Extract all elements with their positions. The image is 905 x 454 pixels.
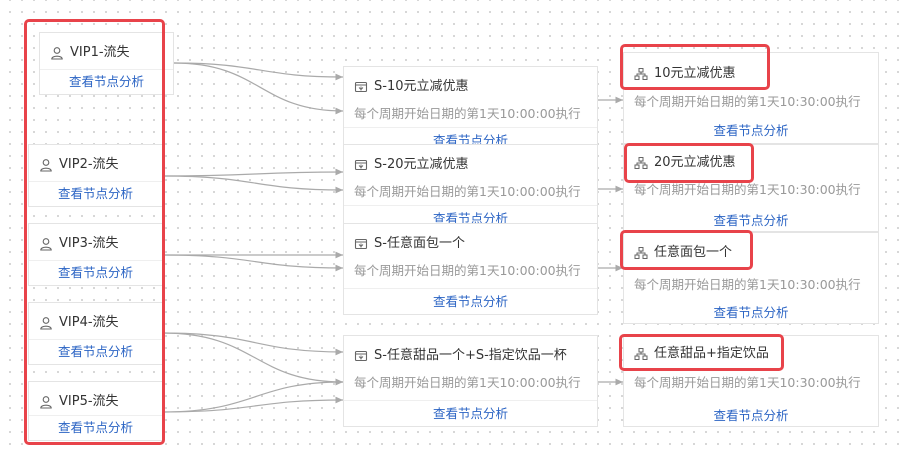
coupon-node-label: S-10元立减优惠: [374, 79, 469, 94]
view-node-analysis-link[interactable]: 查看节点分析: [713, 213, 789, 228]
connector-vip5-coupon4-a: [162, 378, 344, 413]
view-node-analysis-link[interactable]: 查看节点分析: [713, 123, 789, 138]
coupon-icon: [354, 350, 368, 362]
source-node-label: VIP2-流失: [59, 157, 119, 172]
user-icon: [40, 396, 52, 409]
hierarchy-icon: [634, 68, 648, 80]
send-node-1[interactable]: 10元立减优惠 每个周期开始日期的第1天10:30:00执行 查看节点分析: [623, 52, 879, 144]
connector-vip4-coupon4-a: [162, 332, 344, 356]
coupon-node-1[interactable]: S-10元立减优惠 每个周期开始日期的第1天10:00:00执行 查看节点分析: [343, 66, 598, 154]
coupon-icon: [354, 81, 368, 93]
schedule-text: 每个周期开始日期的第1天10:00:00执行: [354, 184, 581, 199]
connector-vip5-coupon4-b: [162, 396, 344, 413]
connector-vip1-coupon1-a: [173, 62, 344, 81]
view-node-analysis-link[interactable]: 查看节点分析: [29, 181, 162, 202]
view-node-analysis-link[interactable]: 查看节点分析: [713, 305, 789, 320]
schedule-text: 每个周期开始日期的第1天10:30:00执行: [634, 277, 861, 292]
connector-vip4-coupon4-b: [162, 332, 344, 386]
connector-vip1-coupon1-b: [173, 62, 344, 115]
source-node-label: VIP5-流失: [59, 394, 119, 409]
user-icon: [40, 238, 52, 251]
user-icon: [51, 47, 63, 60]
source-node-vip5[interactable]: VIP5-流失 查看节点分析: [28, 381, 163, 441]
schedule-text: 每个周期开始日期的第1天10:30:00执行: [634, 182, 861, 197]
user-icon: [40, 159, 52, 172]
send-node-label: 20元立减优惠: [654, 155, 736, 170]
view-node-analysis-link[interactable]: 查看节点分析: [344, 400, 597, 422]
schedule-text: 每个周期开始日期的第1天10:30:00执行: [634, 94, 861, 109]
source-node-label: VIP3-流失: [59, 236, 119, 251]
view-node-analysis-link[interactable]: 查看节点分析: [29, 415, 162, 436]
view-node-analysis-link[interactable]: 查看节点分析: [29, 260, 162, 281]
coupon-node-label: S-20元立减优惠: [374, 157, 469, 172]
source-node-label: VIP4-流失: [59, 315, 119, 330]
view-node-analysis-link[interactable]: 查看节点分析: [344, 205, 597, 227]
source-node-vip4[interactable]: VIP4-流失 查看节点分析: [28, 302, 163, 365]
coupon-node-label: S-任意甜品一个+S-指定饮品一杯: [374, 348, 567, 363]
coupon-node-3[interactable]: S-任意面包一个 每个周期开始日期的第1天10:00:00执行 查看节点分析: [343, 223, 598, 315]
send-node-4[interactable]: 任意甜品+指定饮品 每个周期开始日期的第1天10:30:00执行 查看节点分析: [623, 335, 879, 427]
view-node-analysis-link[interactable]: 查看节点分析: [713, 408, 789, 423]
coupon-node-label: S-任意面包一个: [374, 236, 465, 251]
connector-vip2-coupon2-b: [162, 175, 344, 194]
coupon-icon: [354, 238, 368, 250]
source-node-vip3[interactable]: VIP3-流失 查看节点分析: [28, 223, 163, 286]
hierarchy-icon: [634, 247, 648, 259]
source-node-vip2[interactable]: VIP2-流失 查看节点分析: [28, 144, 163, 207]
send-node-2[interactable]: 20元立减优惠 每个周期开始日期的第1天10:30:00执行 查看节点分析: [623, 144, 879, 232]
coupon-node-4[interactable]: S-任意甜品一个+S-指定饮品一杯 每个周期开始日期的第1天10:00:00执行…: [343, 335, 598, 427]
schedule-text: 每个周期开始日期的第1天10:00:00执行: [354, 106, 581, 121]
view-node-analysis-link[interactable]: 查看节点分析: [40, 69, 173, 90]
hierarchy-icon: [634, 348, 648, 360]
send-node-label: 10元立减优惠: [654, 66, 736, 81]
send-node-3[interactable]: 任意面包一个 每个周期开始日期的第1天10:30:00执行 查看节点分析: [623, 232, 879, 324]
connector-vip3-coupon3-b: [162, 254, 344, 272]
view-node-analysis-link[interactable]: 查看节点分析: [344, 288, 597, 310]
connector-vip2-coupon2-a: [162, 168, 344, 177]
source-node-label: VIP1-流失: [70, 45, 130, 60]
schedule-text: 每个周期开始日期的第1天10:00:00执行: [354, 375, 581, 390]
coupon-icon: [354, 159, 368, 171]
view-node-analysis-link[interactable]: 查看节点分析: [29, 339, 162, 360]
send-node-label: 任意甜品+指定饮品: [654, 346, 769, 361]
coupon-node-2[interactable]: S-20元立减优惠 每个周期开始日期的第1天10:00:00执行 查看节点分析: [343, 144, 598, 232]
source-node-vip1[interactable]: VIP1-流失 查看节点分析: [39, 32, 174, 95]
user-icon: [40, 317, 52, 330]
hierarchy-icon: [634, 157, 648, 169]
schedule-text: 每个周期开始日期的第1天10:00:00执行: [354, 263, 581, 278]
schedule-text: 每个周期开始日期的第1天10:30:00执行: [634, 375, 861, 390]
send-node-label: 任意面包一个: [654, 245, 733, 260]
